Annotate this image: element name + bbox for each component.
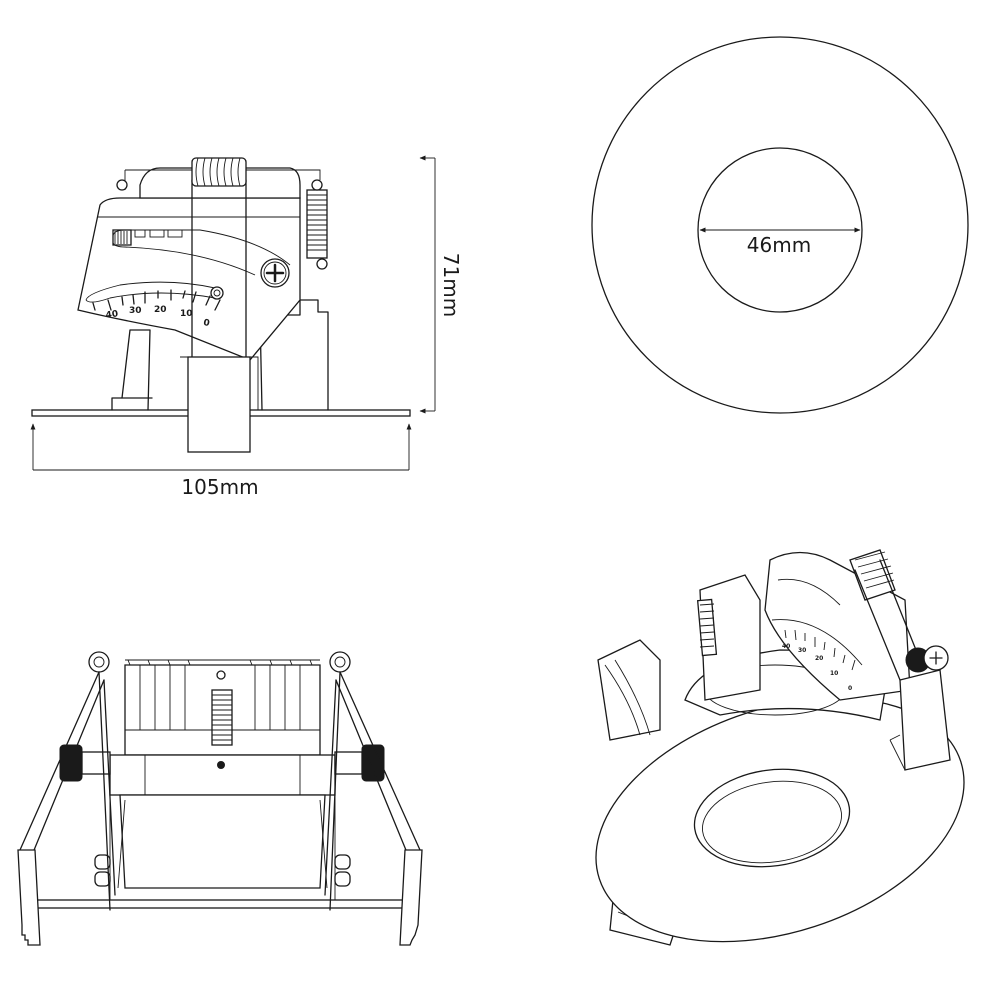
scale-label-0-perspective: 0 xyxy=(848,685,852,692)
tilt-scale: 40 30 20 10 0 xyxy=(85,281,224,329)
scale-label-10-perspective: 10 xyxy=(830,670,838,677)
scale-label-40: 40 xyxy=(105,309,119,321)
side-view: 40 30 20 10 0 xyxy=(31,157,411,453)
clip-right xyxy=(399,849,423,946)
lens xyxy=(693,768,851,868)
dimension-width: 105mm xyxy=(30,423,412,499)
front-view xyxy=(17,651,423,946)
adjustment-screw-icon xyxy=(260,258,290,288)
top-view: 46mm xyxy=(591,36,969,414)
scale-label-30-perspective: 30 xyxy=(798,647,806,654)
scale-label-40-perspective: 40 xyxy=(782,643,790,650)
scale-label-0: 0 xyxy=(202,318,210,329)
spring-clip-block xyxy=(187,356,251,453)
knob-left xyxy=(59,744,83,782)
height-label: 71mm xyxy=(439,253,463,317)
outer-flange-circle xyxy=(591,36,969,414)
spring-right xyxy=(306,179,328,270)
cutout-circle xyxy=(697,147,863,313)
scale-label-20-perspective: 20 xyxy=(815,655,823,662)
scale-label-10: 10 xyxy=(180,309,193,319)
scale-label-30: 30 xyxy=(129,306,142,316)
scale-label-20: 20 xyxy=(154,305,167,315)
cutout-label: 46mm xyxy=(747,233,811,257)
top-spring xyxy=(191,157,247,187)
width-label: 105mm xyxy=(181,475,258,499)
clip-left xyxy=(17,849,41,946)
dimension-height: 71mm xyxy=(419,155,463,414)
perspective-view: 40 30 20 10 0 xyxy=(595,549,965,946)
